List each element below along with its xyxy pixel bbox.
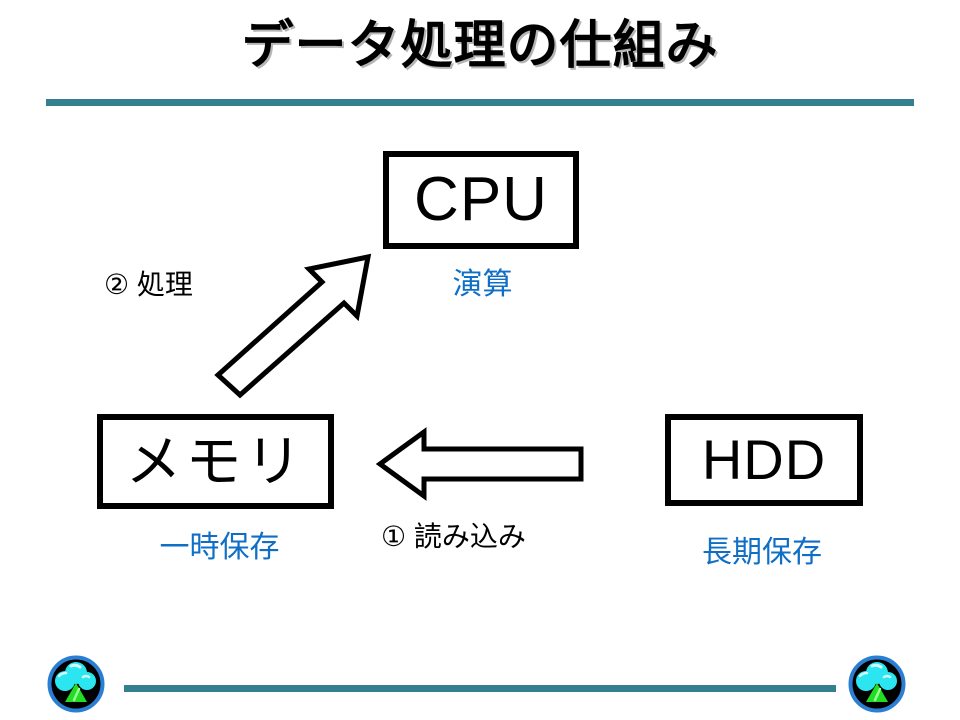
node-caption-cpu: 演算	[452, 268, 513, 301]
flow-label-step2: ② 処理	[104, 269, 193, 300]
node-box-hdd[interactable]: HDD	[665, 414, 863, 506]
footer-divider	[124, 685, 836, 692]
node-label-hdd: HDD	[701, 428, 827, 491]
flow-arrow-read-left-icon	[375, 427, 584, 501]
tree-logo-icon-left	[47, 655, 105, 713]
page-title: データ処理の仕組み	[241, 17, 719, 75]
node-label-memory: メモリ	[125, 429, 306, 493]
flow-arrow-process-diagonal-icon	[214, 253, 372, 399]
title-divider	[46, 99, 914, 106]
node-label-cpu: CPU	[414, 165, 548, 234]
node-box-memory[interactable]: メモリ	[97, 414, 334, 509]
node-caption-memory: 一時保存	[159, 531, 280, 564]
flow-label-step1: ① 読み込み	[381, 521, 526, 552]
node-box-cpu[interactable]: CPU	[383, 151, 579, 249]
tree-logo-icon-right	[848, 655, 906, 713]
node-caption-hdd: 長期保存	[702, 536, 822, 569]
